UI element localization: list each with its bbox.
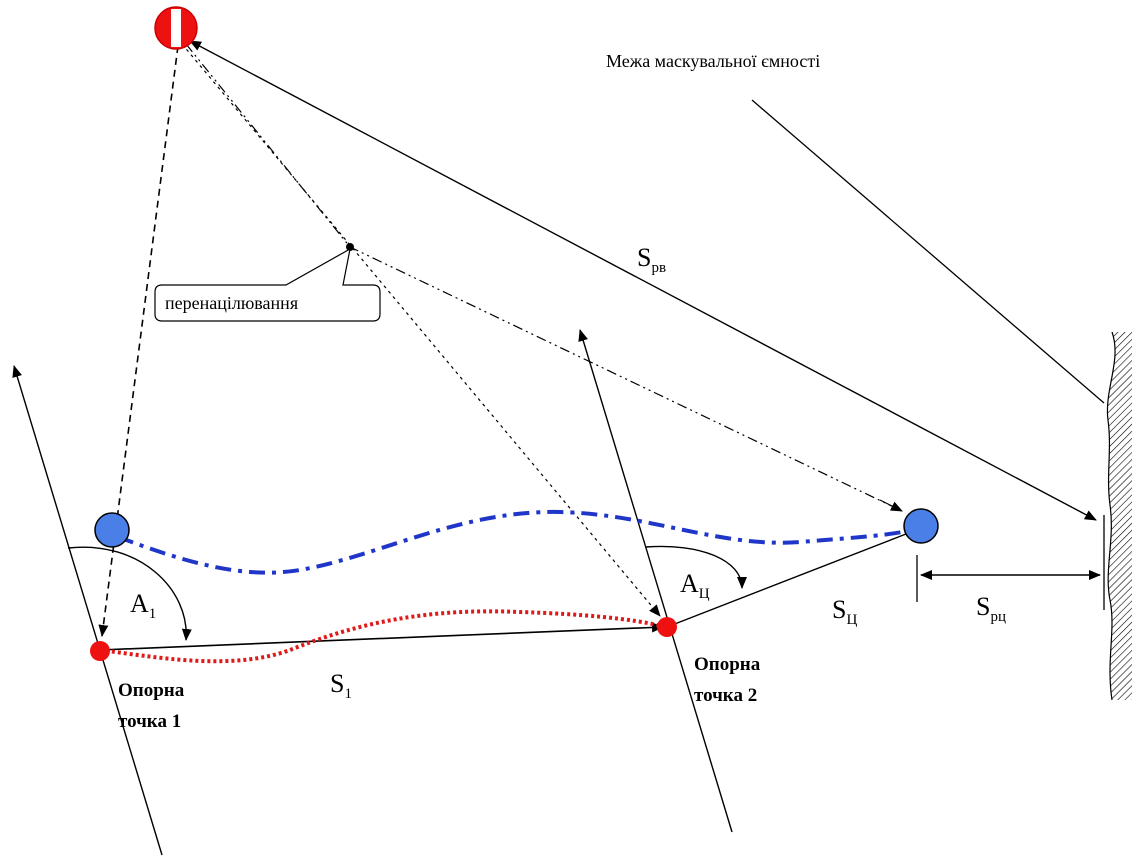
retarget-callout: [154, 247, 381, 322]
retarget-point: [346, 243, 354, 251]
s1-arrow: [99, 622, 664, 651]
terrain-edge: [1107, 332, 1132, 700]
observer-icon: [154, 6, 198, 50]
retarget-arrow-tip: [879, 499, 903, 512]
label-a1: A1: [130, 589, 156, 622]
label-srv: Sрв: [637, 243, 666, 276]
blue-route: [117, 509, 903, 575]
point2-label-line2: точка 2: [694, 685, 757, 706]
angle-a1-arc: [67, 546, 192, 641]
retarget-path: [185, 43, 901, 511]
point1-label-line2: точка 1: [118, 711, 181, 732]
masking-boundary-line: [751, 99, 1105, 404]
label-ac: AЦ: [680, 569, 710, 602]
observer-to-point2-dotted: [181, 43, 661, 617]
retarget-label: перенацілювання: [165, 293, 298, 313]
masking-boundary-label: Межа маскувальної ємності: [606, 51, 820, 71]
sc-line: [666, 533, 907, 628]
axis-line-2: [578, 329, 733, 833]
point1-label-line1: Опорна: [118, 680, 185, 701]
axis-line-1: [12, 365, 163, 856]
vehicle-target: [903, 508, 939, 544]
reference-point-1: [90, 641, 110, 661]
vehicle-start: [94, 512, 130, 548]
red-route: [99, 609, 667, 664]
angle-ac-arc: [645, 545, 747, 589]
point2-label-line1: Опорна: [694, 654, 761, 675]
label-src: Sрц: [976, 592, 1006, 625]
label-sc: SЦ: [832, 595, 857, 628]
reference-point-2: [657, 617, 677, 637]
label-s1: S1: [330, 669, 352, 702]
terrain-edge-outline: [1106, 331, 1116, 701]
srv-line: [189, 40, 1097, 521]
